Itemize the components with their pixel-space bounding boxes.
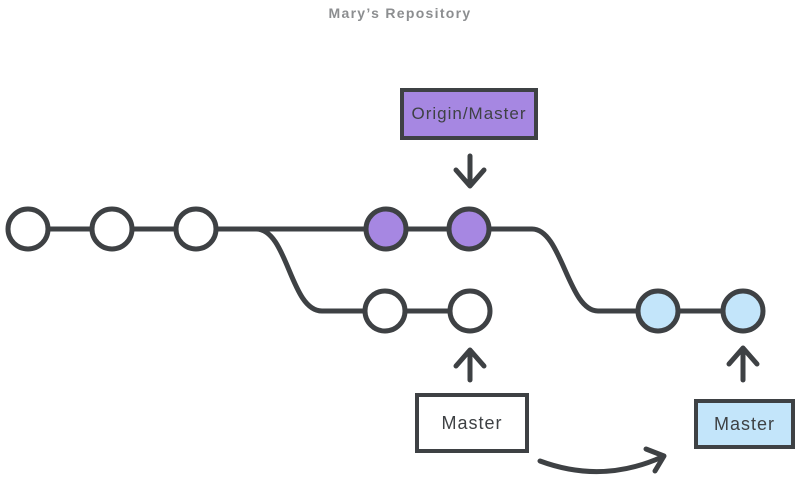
diagram-title: Mary’s Repository bbox=[328, 5, 472, 21]
commit-node-origin-master bbox=[446, 206, 492, 252]
commit-node-new-master bbox=[635, 288, 681, 334]
commit-node-old-master bbox=[362, 288, 408, 334]
commit-node-new-master bbox=[720, 288, 766, 334]
commit-node-shared-history bbox=[89, 206, 135, 252]
arrow-head-down-icon bbox=[453, 167, 487, 189]
branch-line-old-master bbox=[255, 226, 470, 314]
commit-node-shared-history bbox=[173, 206, 219, 252]
master-remote-label: Master bbox=[713, 413, 775, 434]
origin-master-label: Origin/Master bbox=[411, 104, 527, 123]
commit-node-shared-history bbox=[5, 206, 51, 252]
arrow-curve bbox=[537, 454, 665, 474]
master-local-label-box: Master bbox=[415, 393, 529, 453]
master-local-label: Master bbox=[441, 412, 503, 433]
commit-nodes-layer bbox=[5, 206, 766, 334]
arrow-head-up-icon bbox=[726, 345, 760, 367]
arrow-head-right-icon bbox=[643, 446, 667, 474]
branch-line-origin-master bbox=[28, 226, 743, 314]
commit-node-old-master bbox=[447, 288, 493, 334]
arrow-master-remote-up bbox=[726, 345, 760, 383]
master-remote-label-box: Master bbox=[694, 399, 795, 449]
arrow-master-local-up bbox=[453, 347, 487, 383]
arrow-master-move-right bbox=[537, 446, 667, 474]
arrow-head-up-icon bbox=[453, 347, 487, 369]
origin-master-label-box: Origin/Master bbox=[400, 88, 538, 140]
commit-node-origin-master bbox=[363, 206, 409, 252]
arrow-origin-master-down bbox=[453, 153, 487, 189]
